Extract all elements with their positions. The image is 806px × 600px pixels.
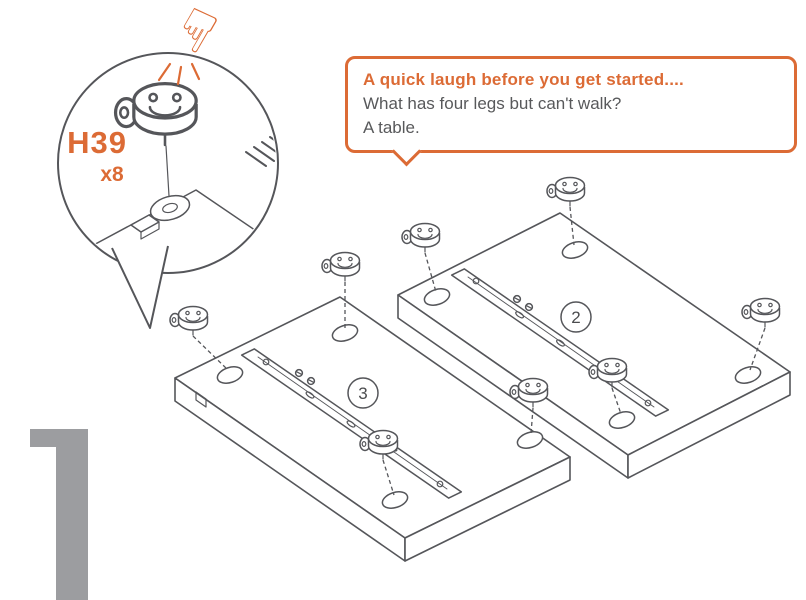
- leader-line: [569, 206, 575, 246]
- cam-hole: [516, 431, 544, 449]
- cam-hole: [561, 241, 589, 259]
- panel-2-label: 2: [571, 308, 580, 327]
- screw: [306, 376, 316, 386]
- cam-hole: [381, 491, 409, 509]
- panel-3-label: 3: [358, 384, 367, 403]
- cam-lock-fastener: [169, 305, 209, 336]
- leader-lines: [192, 206, 766, 496]
- panel-3-board: [174, 296, 571, 562]
- leader-line: [530, 407, 534, 435]
- cam-holes: [216, 241, 762, 509]
- zoom-callout: H39 x8: [57, 52, 279, 329]
- cam-lock-fastener: [741, 297, 781, 328]
- joke-title: A quick laugh before you get started....: [363, 70, 684, 89]
- cutaway-hatch: [245, 136, 276, 167]
- press-motion-lines: [157, 62, 201, 86]
- cam-hole: [331, 324, 359, 342]
- part-quantity: x8: [100, 163, 124, 186]
- leader-line: [749, 327, 766, 371]
- cam-lock-fastener: [401, 222, 441, 253]
- cam-hole: [423, 288, 451, 306]
- joke-answer: A table.: [363, 118, 420, 137]
- cam-hole-zoomed: [149, 194, 191, 222]
- step-number-stem: [56, 429, 88, 600]
- cam-lock-fastener: [321, 251, 361, 282]
- joke-bubble: A quick laugh before you get started....…: [345, 56, 797, 167]
- screw: [512, 294, 522, 304]
- cam-hole: [734, 366, 762, 384]
- cam-hole: [216, 366, 244, 384]
- edge-notch: [195, 391, 207, 408]
- callout-panel-corner: [87, 136, 276, 271]
- leader-line: [192, 335, 229, 371]
- part-code: H39: [67, 125, 127, 160]
- leader-line: [382, 459, 395, 496]
- step-number-flag: [30, 429, 63, 447]
- joke-question: What has four legs but can't walk?: [363, 94, 622, 113]
- screw: [294, 368, 304, 378]
- screw: [524, 302, 534, 312]
- panel-2-badge: 2: [560, 301, 592, 333]
- leader-line: [611, 387, 622, 415]
- callout-tail: [111, 245, 169, 329]
- cam-hole: [608, 411, 636, 429]
- cam-lock-fastener: [546, 176, 586, 207]
- panel-3-badge: 3: [347, 377, 379, 409]
